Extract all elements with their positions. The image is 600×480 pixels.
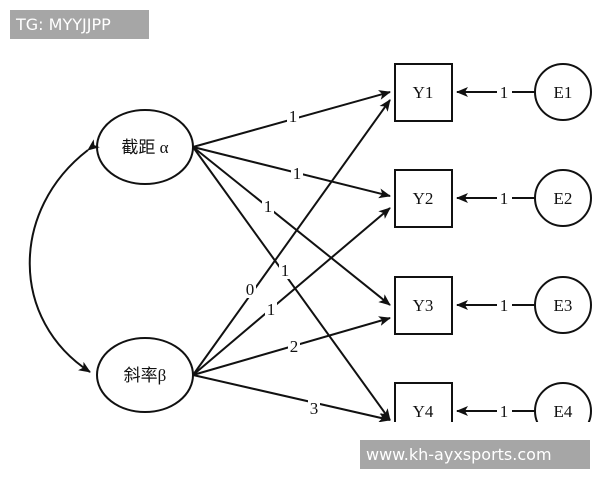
latent-label: 截距 α <box>121 138 168 157</box>
label-bg <box>262 197 274 215</box>
observed-label: Y3 <box>413 296 434 315</box>
label-bg <box>288 337 300 355</box>
latent-label: 斜率β <box>124 366 167 385</box>
observed-box <box>394 276 453 335</box>
error-circle <box>534 169 592 227</box>
loading-label: 0 <box>246 280 255 299</box>
latent-ellipse <box>96 337 194 413</box>
observed-label: Y4 <box>413 402 434 421</box>
error-label: E2 <box>554 189 573 208</box>
label-bg <box>244 280 256 298</box>
observed-label: Y2 <box>413 189 434 208</box>
label-bg <box>287 107 299 125</box>
error-circle <box>534 276 592 334</box>
loading-label: 1 <box>289 107 298 126</box>
loading-arrow <box>192 146 391 306</box>
error-loading-label: 1 <box>500 189 509 208</box>
label-bg <box>308 399 320 417</box>
watermark-top: TG: MYYJJPP <box>10 10 149 39</box>
label-bg <box>265 300 277 318</box>
loading-label: 1 <box>281 261 290 280</box>
label-bg <box>279 261 291 279</box>
loading-arrow <box>192 146 391 421</box>
loading-label: 1 <box>264 197 273 216</box>
error-label: E1 <box>554 83 573 102</box>
loading-label: 3 <box>310 399 319 418</box>
latent-ellipse <box>96 109 194 185</box>
loading-arrow <box>192 99 391 376</box>
error-loading-label: 1 <box>500 402 509 421</box>
loading-label: 1 <box>267 300 276 319</box>
error-loading-label: 1 <box>500 296 509 315</box>
loading-label: 2 <box>290 337 299 356</box>
covariance-arrow <box>28 139 100 373</box>
watermark-bottom: www.kh-ayxsports.com <box>360 440 590 469</box>
error-circle <box>534 63 592 121</box>
loading-label: 1 <box>293 164 302 183</box>
label-bg <box>291 164 303 182</box>
loading-arrow <box>192 374 391 423</box>
error-label: E3 <box>554 296 573 315</box>
loading-arrow <box>192 207 391 376</box>
error-loading-label: 1 <box>500 83 509 102</box>
error-label: E4 <box>554 402 573 421</box>
observed-box <box>394 169 453 228</box>
observed-label: Y1 <box>413 83 434 102</box>
observed-box <box>394 63 453 122</box>
